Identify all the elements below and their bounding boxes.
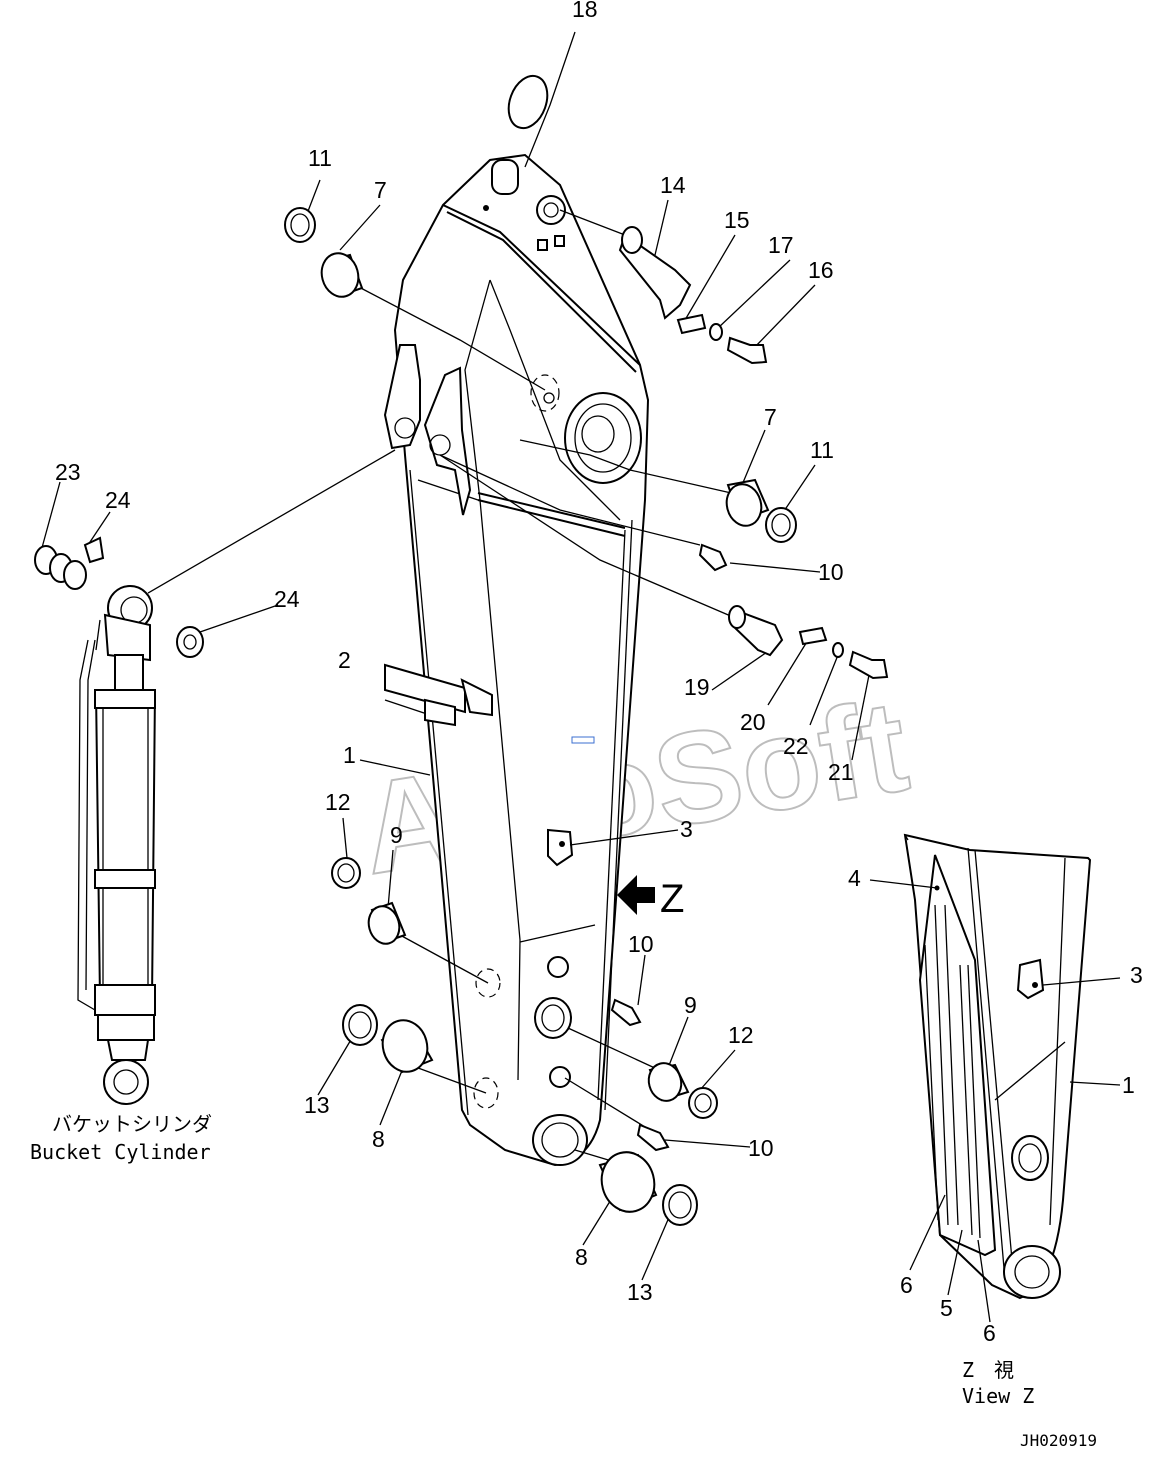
callout-23: 23 [55, 459, 81, 485]
cylinder-label-en: Bucket Cylinder [30, 1140, 211, 1164]
callout-22: 22 [783, 733, 809, 759]
callout-19: 19 [684, 674, 710, 700]
callout-16: 16 [808, 257, 834, 283]
callout-24: 24 [274, 586, 300, 612]
callout-11: 11 [308, 145, 332, 171]
callout-21: 21 [828, 759, 854, 785]
view-label-en: View Z [962, 1384, 1034, 1408]
callout-11: 11 [810, 437, 834, 463]
callout-14: 14 [660, 172, 686, 198]
view-z-detail[interactable] [869, 833, 1121, 1323]
arm-body[interactable] [383, 153, 650, 1167]
callout-12: 12 [728, 1022, 754, 1048]
callout-9: 9 [390, 822, 403, 848]
callout-18: 18 [572, 0, 598, 22]
view-arrow: Z [617, 875, 684, 921]
callout-3: 3 [680, 816, 693, 842]
small-parts[interactable] [284, 70, 889, 1226]
drawing-code: JH020919 [1020, 1431, 1097, 1450]
callout-10: 10 [748, 1135, 774, 1161]
cylinder-label-jp: バケットシリンダ [52, 1112, 212, 1136]
callout-15: 15 [724, 207, 750, 233]
callout-13: 13 [627, 1279, 653, 1305]
bucket-cylinder[interactable] [34, 536, 204, 1105]
callout-1: 1 [343, 742, 356, 768]
view-label-jp: Z 視 [962, 1358, 1014, 1382]
callout-20: 20 [740, 709, 766, 735]
callout-2: 2 [338, 647, 351, 673]
callout-7: 7 [764, 404, 777, 430]
callout-6: 6 [983, 1320, 996, 1346]
callout-3: 3 [1130, 962, 1143, 988]
callout-8: 8 [575, 1244, 588, 1270]
callout-13: 13 [304, 1092, 330, 1118]
callout-24: 24 [105, 487, 131, 513]
callout-4: 4 [848, 865, 861, 891]
callout-10: 10 [818, 559, 844, 585]
callout-1: 1 [1122, 1072, 1135, 1098]
callout-6: 6 [900, 1272, 913, 1298]
callout-10: 10 [628, 931, 654, 957]
callout-8: 8 [372, 1126, 385, 1152]
callout-12: 12 [325, 789, 351, 815]
callout-9: 9 [684, 992, 697, 1018]
callout-17: 17 [768, 232, 794, 258]
callout-5: 5 [940, 1295, 953, 1321]
callout-7: 7 [374, 177, 387, 203]
arrow-label: Z [660, 877, 684, 921]
callout-numbers: 18 11 7 14 15 17 16 7 11 10 23 24 24 2 1… [55, 0, 1143, 1346]
